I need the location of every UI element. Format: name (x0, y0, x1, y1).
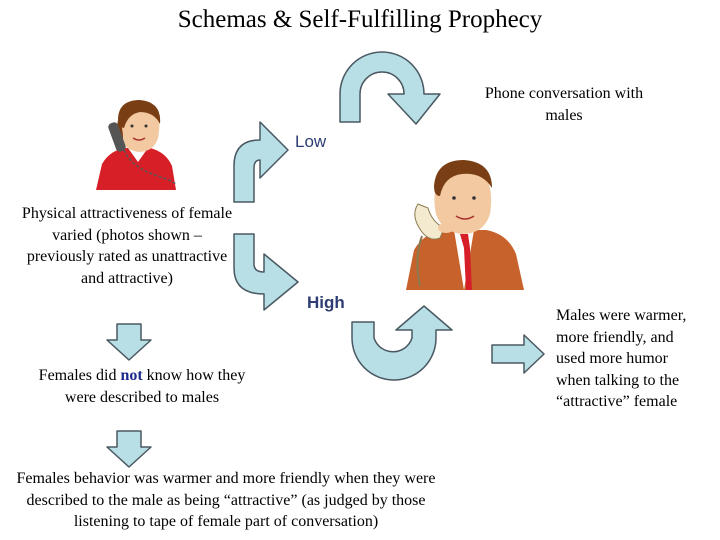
males-result-text: Males were warmer, more friendly, and us… (556, 305, 706, 413)
knowledge-before: Females did (39, 367, 121, 384)
females-knowledge-text: Females did not know how they were descr… (22, 365, 262, 408)
knowledge-emphasis: not (120, 367, 142, 384)
bottom-cycle-arrow (350, 318, 460, 384)
woman-on-phone-icon (88, 98, 188, 190)
females-behavior-text: Females behavior was warmer and more fri… (0, 468, 452, 533)
phone-conversation-text: Phone conversation with males (478, 83, 650, 126)
right-arrow (490, 333, 546, 375)
physical-attractiveness-text: Physical attractiveness of female varied… (18, 203, 236, 289)
down-arrow-2 (105, 429, 153, 469)
man-on-phone-icon (400, 158, 530, 290)
low-label: Low (295, 132, 326, 152)
high-label: High (307, 293, 345, 313)
page-title: Schemas & Self-Fulfilling Prophecy (0, 6, 720, 34)
down-to-high-arrow (232, 232, 302, 312)
down-arrow-1 (105, 322, 153, 362)
up-to-low-arrow (232, 118, 292, 204)
top-cycle-arrow (332, 48, 472, 126)
